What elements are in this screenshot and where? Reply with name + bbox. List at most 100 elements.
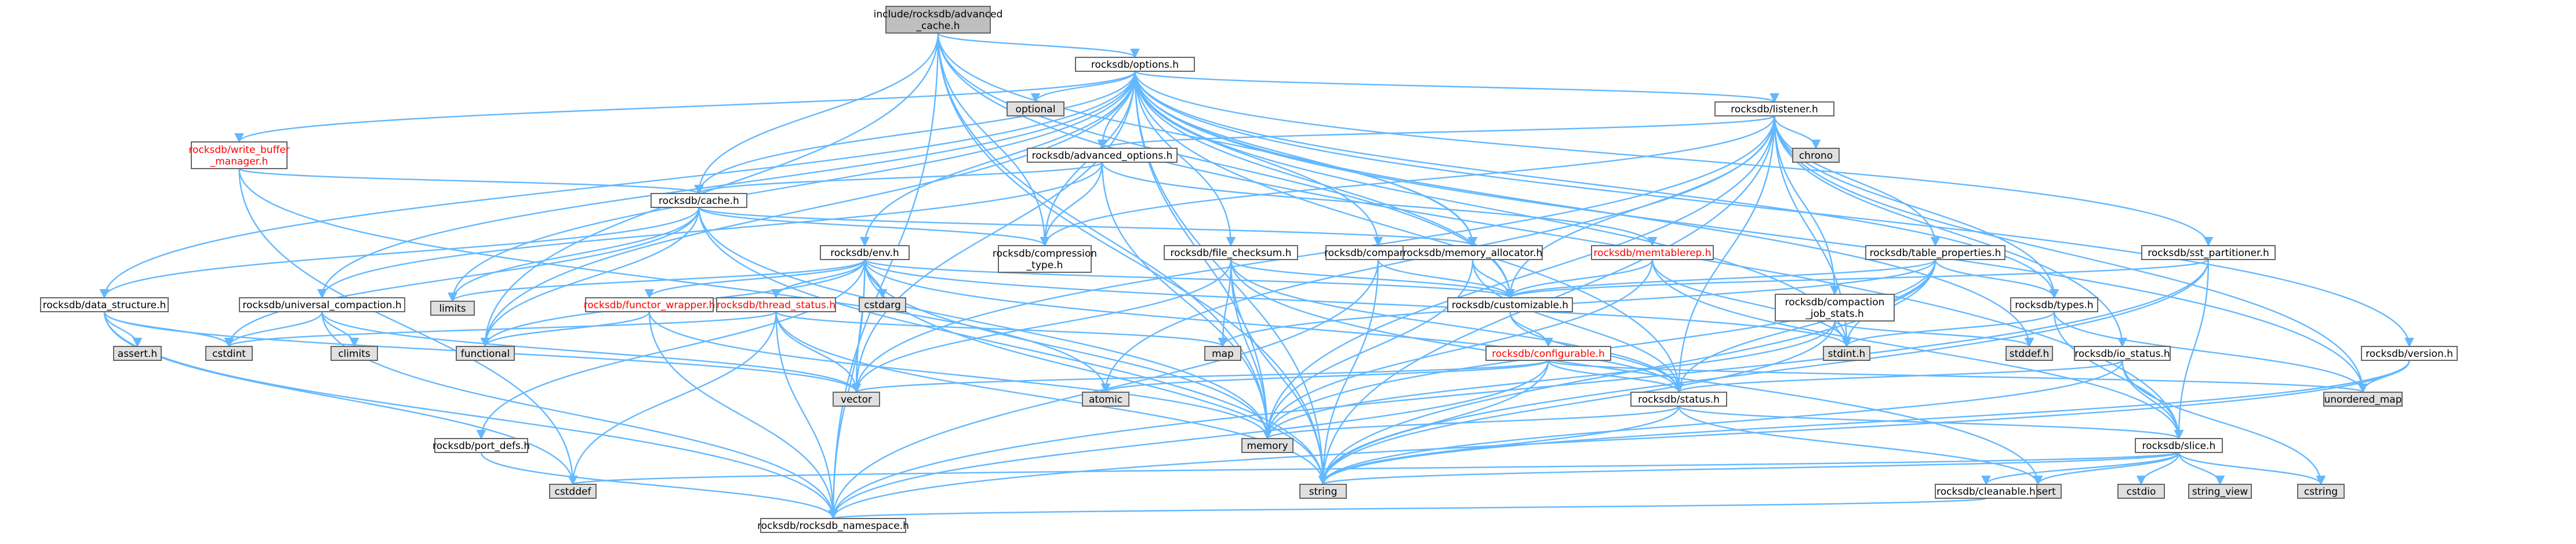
node-compjob[interactable]: rocksdb/compaction_job_stats.h xyxy=(1775,294,1895,322)
node-customizable-box xyxy=(1447,297,1573,312)
edge-sstpart-to-customizable xyxy=(1505,258,2210,299)
node-root-label-1: _cache.h xyxy=(915,20,960,32)
node-namespace[interactable]: rocksdb/rocksdb_namespace.h xyxy=(757,518,909,533)
node-datastruct-label-0: rocksdb/data_structure.h xyxy=(43,300,166,311)
edge-cache-to-cstdint xyxy=(224,207,700,348)
node-cleanable-box xyxy=(1935,484,2037,499)
edge-status-to-string xyxy=(1318,406,1680,485)
edge-root-to-compression xyxy=(937,32,1050,247)
edge-options-to-datastruct xyxy=(99,71,1136,299)
edge-version-to-namespace xyxy=(828,360,2410,520)
node-sstpart[interactable]: rocksdb/sst_partitioner.h xyxy=(2141,245,2276,260)
node-cache-label-0: rocksdb/cache.h xyxy=(659,195,739,207)
node-stdint: stdint.h xyxy=(1823,346,1870,361)
node-filechk-box xyxy=(1164,245,1298,260)
node-unordered_map-label-0: unordered_map xyxy=(2324,394,2401,406)
node-wbm[interactable]: rocksdb/write_buffer_manager.h xyxy=(188,141,290,169)
node-vector-label-0: vector xyxy=(841,394,872,406)
node-datastruct[interactable]: rocksdb/data_structure.h xyxy=(40,297,169,312)
edge-cache-to-memalloc xyxy=(698,206,1477,247)
node-types-label-0: rocksdb/types.h xyxy=(2015,300,2093,311)
node-threadstatus[interactable]: rocksdb/thread_status.h xyxy=(716,297,836,312)
edge-env-to-stdint xyxy=(864,259,1852,348)
node-version-label-0: rocksdb/version.h xyxy=(2366,348,2453,360)
node-cache[interactable]: rocksdb/cache.h xyxy=(651,193,747,208)
node-memtablerep[interactable]: rocksdb/memtablerep.h xyxy=(1591,245,1714,260)
node-unordered_map-box xyxy=(2323,392,2403,407)
edge-configurable-to-atomic xyxy=(1101,359,1549,393)
edge-configurable-to-unordered_map xyxy=(1547,359,2368,393)
edge-wbm-to-atomic xyxy=(238,168,1111,393)
node-optional-box xyxy=(1007,101,1064,116)
node-chrono-label-0: chrono xyxy=(1799,150,1833,162)
edge-comparator-to-customizable xyxy=(1377,259,1515,299)
edge-advopt-to-memtablerep xyxy=(1101,162,1658,247)
node-iostatus-box xyxy=(2074,346,2171,361)
node-portdefs[interactable]: rocksdb/port_defs.h xyxy=(433,438,530,453)
edge-env-to-portdefs xyxy=(476,259,866,440)
node-map: map xyxy=(1204,346,1241,361)
node-configurable[interactable]: rocksdb/configurable.h xyxy=(1485,346,1611,361)
edge-advopt-to-univcomp xyxy=(317,162,1103,299)
node-options-box xyxy=(1075,57,1195,72)
node-string-label-0: string xyxy=(1309,486,1338,498)
node-listener[interactable]: rocksdb/listener.h xyxy=(1714,101,1834,116)
node-wbm-label-0: rocksdb/write_buffer xyxy=(188,144,289,156)
node-cleanable[interactable]: rocksdb/cleanable.h xyxy=(1935,484,2037,499)
node-wbm-label-1: _manager.h xyxy=(210,156,268,167)
node-functor[interactable]: rocksdb/functor_wrapper.h xyxy=(584,297,715,312)
edge-slice-to-string xyxy=(1318,451,2180,485)
node-types-box xyxy=(2010,297,2098,312)
node-options[interactable]: rocksdb/options.h xyxy=(1075,57,1195,72)
node-status[interactable]: rocksdb/status.h xyxy=(1630,392,1727,407)
edge-root-to-functional xyxy=(480,32,939,348)
edge-configurable-to-namespace xyxy=(828,360,1549,520)
node-map-label-0: map xyxy=(1212,348,1234,360)
node-compjob-box xyxy=(1775,294,1895,322)
node-stdint-box xyxy=(1823,346,1870,361)
node-univcomp[interactable]: rocksdb/universal_compaction.h xyxy=(239,297,405,312)
edge-threadstatus-to-cstddef xyxy=(568,311,777,485)
node-memtablerep-box xyxy=(1591,245,1714,260)
node-configurable-label-0: rocksdb/configurable.h xyxy=(1492,348,1605,360)
node-env[interactable]: rocksdb/env.h xyxy=(820,245,910,260)
node-env-label-0: rocksdb/env.h xyxy=(830,247,899,259)
edge-univcomp-to-cstdint xyxy=(224,311,323,348)
node-tableprops[interactable]: rocksdb/table_properties.h xyxy=(1865,245,2005,260)
node-optional-label-0: optional xyxy=(1016,104,1056,115)
node-namespace-box xyxy=(760,518,906,533)
edge-options-to-unordered_map xyxy=(1134,71,2368,393)
node-slice[interactable]: rocksdb/slice.h xyxy=(2135,438,2223,453)
edge-compjob-to-memory xyxy=(1262,320,1836,440)
node-cstdarg-label-0: cstdarg xyxy=(864,300,901,311)
node-advopt[interactable]: rocksdb/advanced_options.h xyxy=(1027,148,1178,163)
node-cstring-label-0: cstring xyxy=(2304,486,2338,498)
edge-tableprops-to-customizable xyxy=(1505,258,1936,299)
edge-slice-to-cassert xyxy=(2033,452,2180,485)
edge-memalloc-to-status xyxy=(1472,259,1684,393)
edge-memtablerep-to-customizable xyxy=(1505,259,1654,299)
node-memalloc[interactable]: rocksdb/memory_allocator.h xyxy=(1403,245,1543,260)
node-sstpart-box xyxy=(2141,245,2276,260)
edge-cache-to-datastruct xyxy=(99,207,700,299)
node-memory: memory xyxy=(1241,438,1294,453)
node-iostatus[interactable]: rocksdb/io_status.h xyxy=(2074,346,2171,361)
edge-iostatus-to-string xyxy=(1318,360,2123,485)
node-version[interactable]: rocksdb/version.h xyxy=(2361,346,2458,361)
node-advopt-box xyxy=(1027,148,1178,163)
node-compression[interactable]: rocksdb/compression_type.h xyxy=(993,245,1097,273)
node-root[interactable]: include/rocksdb/advanced_cache.h xyxy=(874,6,1003,34)
node-optional: optional xyxy=(1007,101,1064,116)
edge-status-to-memory xyxy=(1262,405,1680,440)
node-chrono: chrono xyxy=(1792,148,1840,163)
node-cleanable-label-0: rocksdb/cleanable.h xyxy=(1936,486,2036,498)
node-cstddef-box xyxy=(549,484,597,499)
edge-options-to-status xyxy=(1134,71,1684,393)
node-version-box xyxy=(2361,346,2458,361)
node-configurable-box xyxy=(1485,346,1611,361)
node-types[interactable]: rocksdb/types.h xyxy=(2010,297,2098,312)
edge-configurable-to-vector xyxy=(852,359,1549,393)
node-filechk[interactable]: rocksdb/file_checksum.h xyxy=(1164,245,1298,260)
node-customizable[interactable]: rocksdb/customizable.h xyxy=(1447,297,1573,312)
